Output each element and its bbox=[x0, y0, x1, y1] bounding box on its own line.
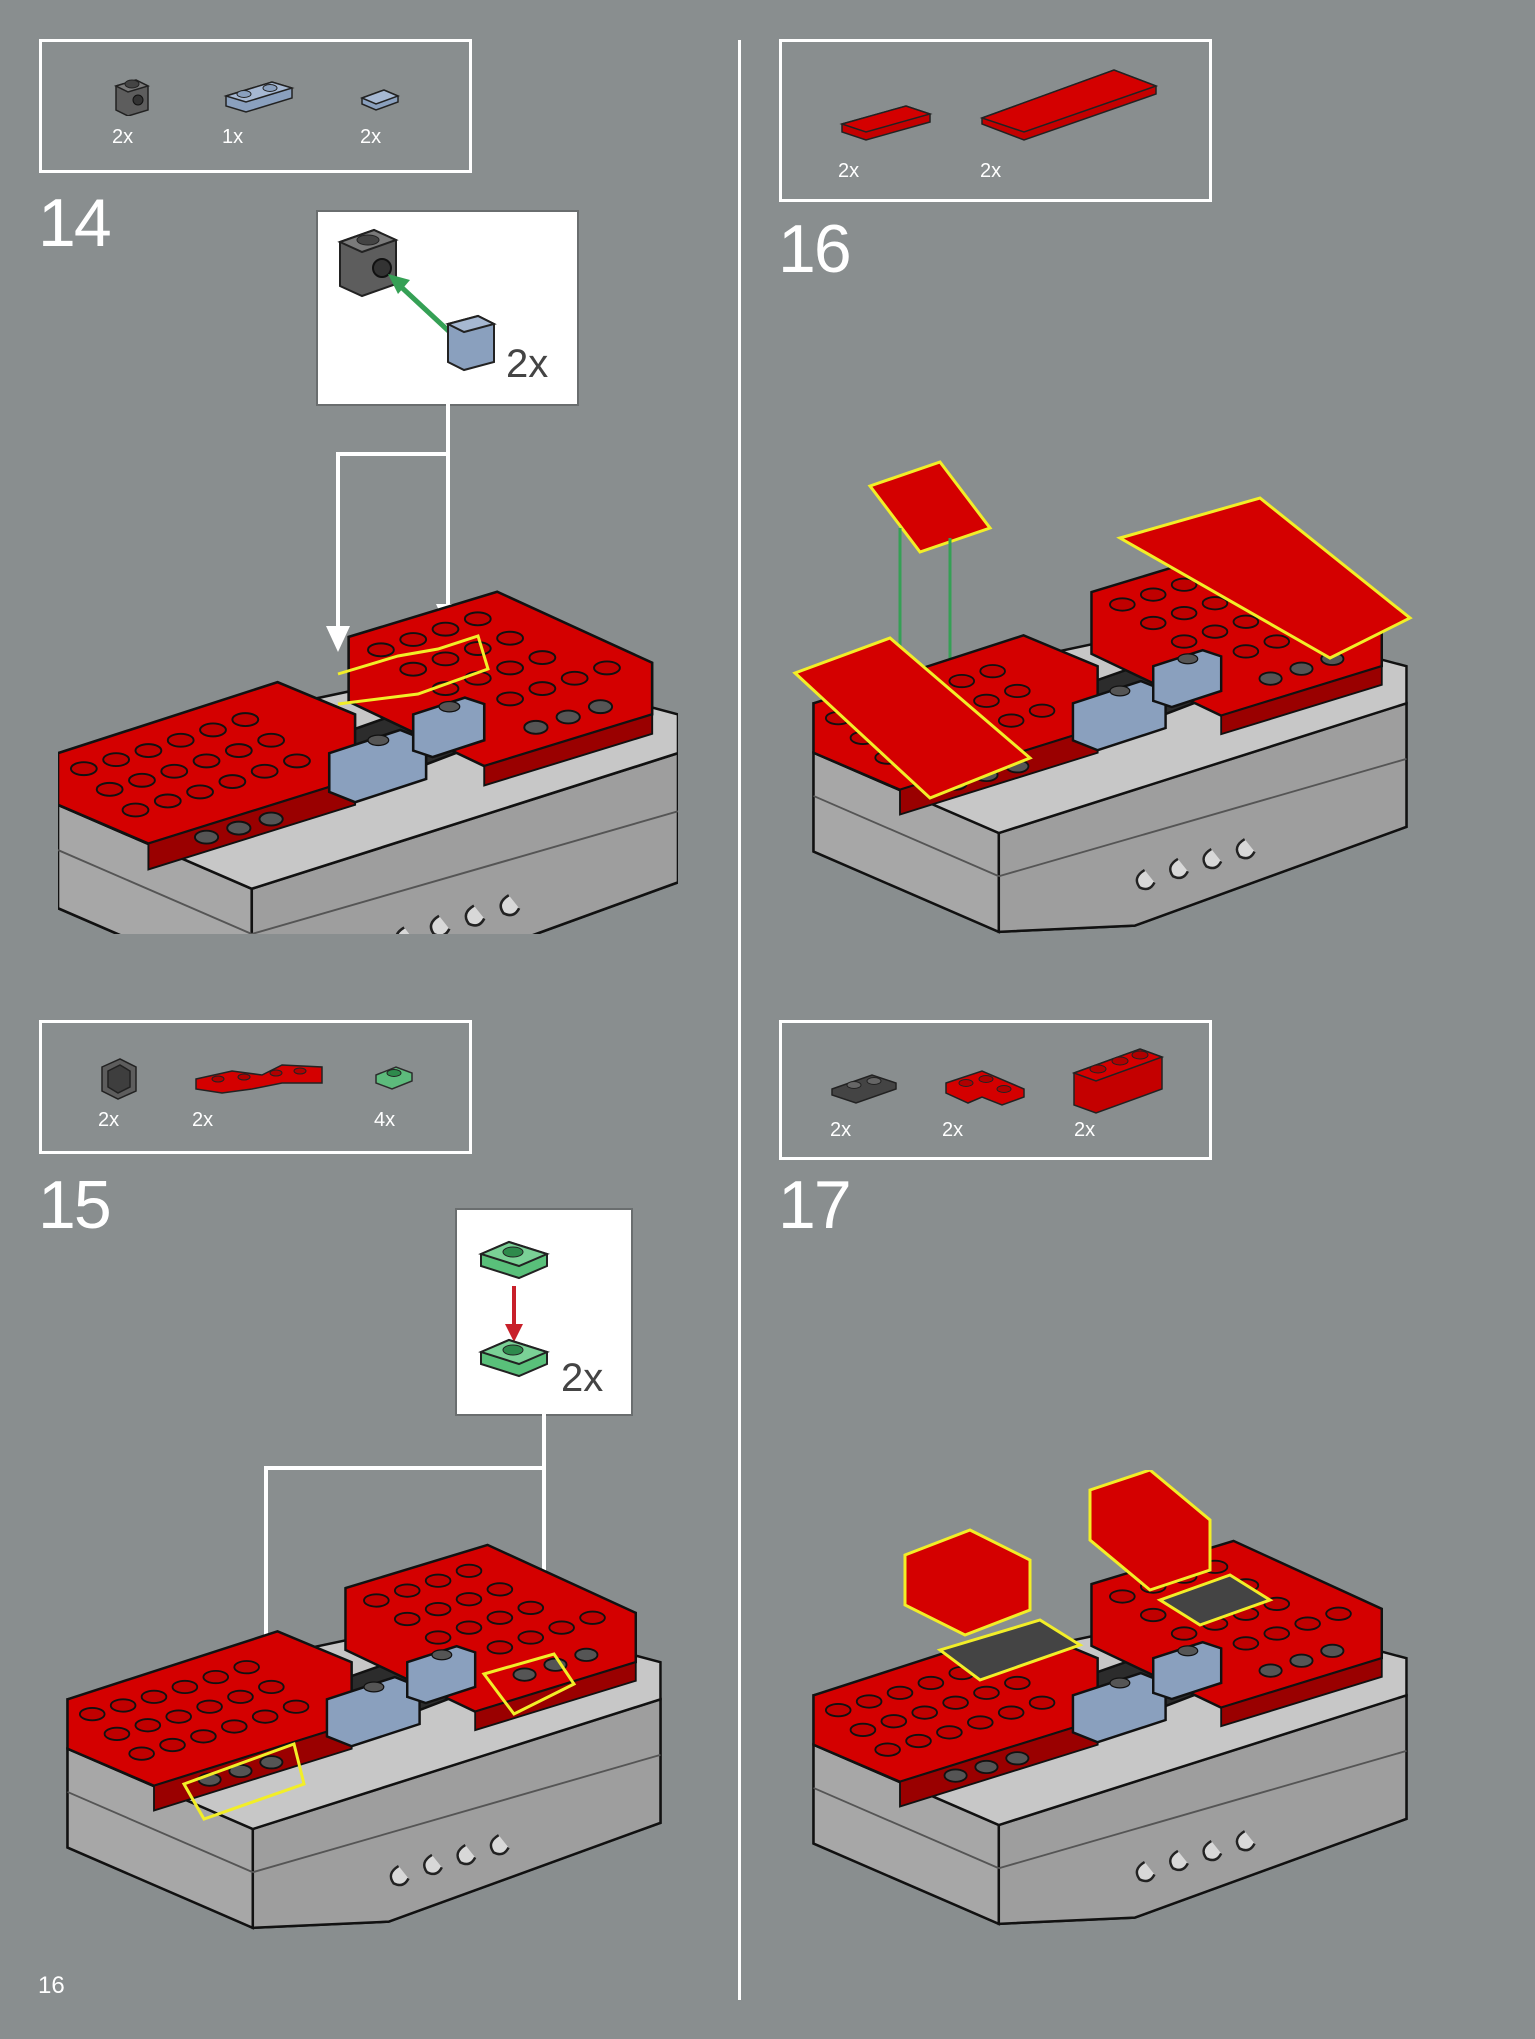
dark-gray-bracket-brick-icon bbox=[110, 72, 154, 116]
step-number: 16 bbox=[778, 211, 852, 287]
part-qty: 2x bbox=[838, 160, 860, 182]
blue-gray-jumper-plate-icon bbox=[222, 78, 296, 114]
step-number: 15 bbox=[38, 1167, 112, 1243]
callout-qty: 2x bbox=[506, 342, 549, 386]
red-brick-1x3-icon bbox=[1070, 1043, 1166, 1115]
step-15-callout: 2x bbox=[455, 1208, 633, 1416]
red-corner-plate-icon bbox=[942, 1067, 1028, 1115]
part-qty: 4x bbox=[374, 1109, 396, 1131]
trans-green-plate-icon bbox=[372, 1063, 416, 1093]
step-14-callout: 2x bbox=[316, 210, 579, 406]
red-wedge-plate-icon bbox=[192, 1055, 324, 1099]
part-qty: 2x bbox=[830, 1119, 852, 1141]
page-number: 16 bbox=[38, 1972, 65, 1999]
callout-qty: 2x bbox=[561, 1356, 604, 1400]
step-17-assembly-model bbox=[812, 1470, 1408, 1926]
blue-gray-tile-icon bbox=[358, 86, 402, 114]
part-qty: 2x bbox=[980, 160, 1002, 182]
step-16-assembly-model bbox=[792, 460, 1413, 934]
part-qty: 2x bbox=[98, 1109, 120, 1131]
step-14-parts-box: 2x 1x 2x bbox=[39, 39, 472, 173]
part-qty: 2x bbox=[1074, 1119, 1096, 1141]
dark-gray-plate-1x2-icon bbox=[828, 1071, 900, 1107]
step-17-parts-box: 2x 2x 2x bbox=[779, 1020, 1212, 1160]
dark-gray-corner-panel-icon bbox=[96, 1053, 140, 1101]
step-number: 17 bbox=[778, 1167, 852, 1243]
part-qty: 2x bbox=[192, 1109, 214, 1131]
step-16-parts-box: 2x 2x bbox=[779, 39, 1212, 202]
column-divider bbox=[738, 40, 741, 2000]
step-number: 14 bbox=[38, 185, 112, 261]
step-14-assembly-model bbox=[58, 404, 692, 934]
step-15-assembly-model bbox=[66, 1414, 662, 1930]
red-long-tile-icon bbox=[978, 62, 1160, 142]
bracket-attach-diagram bbox=[337, 228, 497, 372]
green-plate-stack-diagram bbox=[478, 1240, 550, 1378]
red-short-tile-icon bbox=[838, 102, 934, 142]
part-qty: 2x bbox=[942, 1119, 964, 1141]
step-15-parts-box: 2x 2x 4x bbox=[39, 1020, 472, 1154]
part-qty: 2x bbox=[360, 126, 382, 148]
part-qty: 1x bbox=[222, 126, 244, 148]
part-qty: 2x bbox=[112, 126, 134, 148]
